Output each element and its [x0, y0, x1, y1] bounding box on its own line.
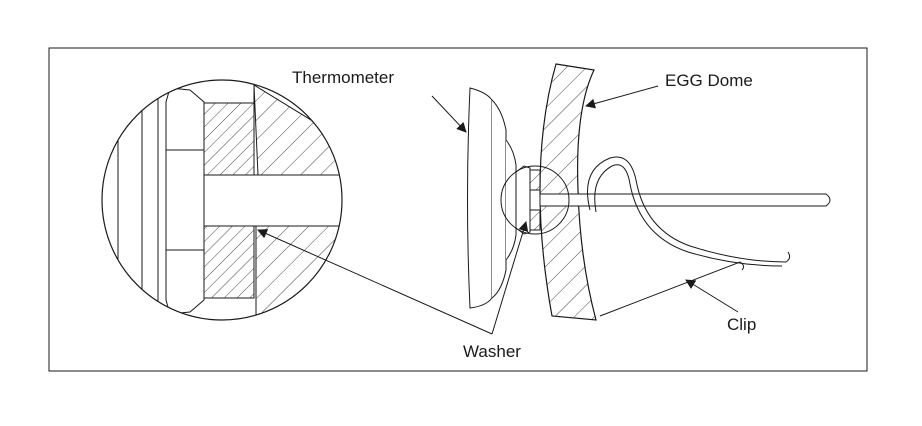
thermometer-label: Thermometer — [292, 68, 395, 87]
washer-leader-main — [491, 221, 529, 335]
diagram-frame — [48, 47, 868, 372]
egg-dome-leader — [585, 85, 659, 109]
clip-leader — [685, 279, 739, 313]
clip-label: Clip — [727, 315, 757, 334]
magnify-circle — [500, 165, 570, 235]
washer-label: Washer — [463, 342, 521, 361]
thermometer-leader — [431, 95, 467, 133]
detail-view — [117, 80, 342, 320]
thermometer-dial — [467, 87, 541, 309]
clip — [587, 156, 791, 317]
leader-lines — [257, 85, 739, 335]
detail-circle — [101, 79, 343, 321]
egg-dome-label: EGG Dome — [665, 71, 753, 90]
thermometer-stem — [539, 193, 831, 207]
washer-leader-detail — [257, 229, 493, 335]
